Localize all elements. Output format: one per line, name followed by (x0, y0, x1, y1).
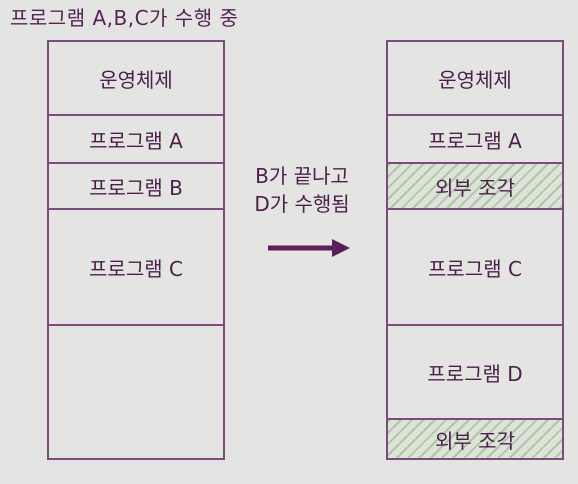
block-label: 프로그램 C (89, 256, 183, 281)
block-label: 운영체제 (438, 67, 512, 92)
block-label: 프로그램 D (427, 361, 523, 386)
block-external-fragment: 외부 조각 (388, 164, 562, 210)
block-label: 운영체제 (99, 67, 173, 92)
block-os: 운영체제 (388, 42, 562, 116)
block-label: 프로그램 A (428, 128, 522, 153)
block-label: 프로그램 A (89, 128, 183, 153)
block-label: 외부 조각 (435, 175, 515, 200)
memory-before: 운영체제 프로그램 A 프로그램 B 프로그램 C (47, 40, 225, 460)
block-program-c: 프로그램 C (388, 210, 562, 326)
block-label: 프로그램 B (89, 175, 183, 200)
block-label: 외부 조각 (435, 428, 515, 453)
block-program-d: 프로그램 D (388, 326, 562, 420)
block-program-a: 프로그램 A (388, 116, 562, 164)
caption-line-1: B가 끝나고 (255, 164, 349, 188)
transition-caption: B가 끝나고 D가 수행됨 (236, 162, 368, 218)
block-program-a: 프로그램 A (49, 116, 223, 164)
block-external-fragment: 외부 조각 (388, 420, 562, 458)
memory-after: 운영체제 프로그램 A 외부 조각 프로그램 C 프로그램 D 외부 조각 (386, 40, 564, 460)
block-label: 프로그램 C (428, 256, 522, 281)
caption-line-2: D가 수행됨 (254, 192, 350, 216)
block-os: 운영체제 (49, 42, 223, 116)
diagram-title: 프로그램 A,B,C가 수행 중 (10, 6, 239, 30)
right-arrow-icon (268, 239, 350, 257)
block-program-b: 프로그램 B (49, 164, 223, 210)
block-program-c: 프로그램 C (49, 210, 223, 326)
block-free (49, 326, 223, 458)
